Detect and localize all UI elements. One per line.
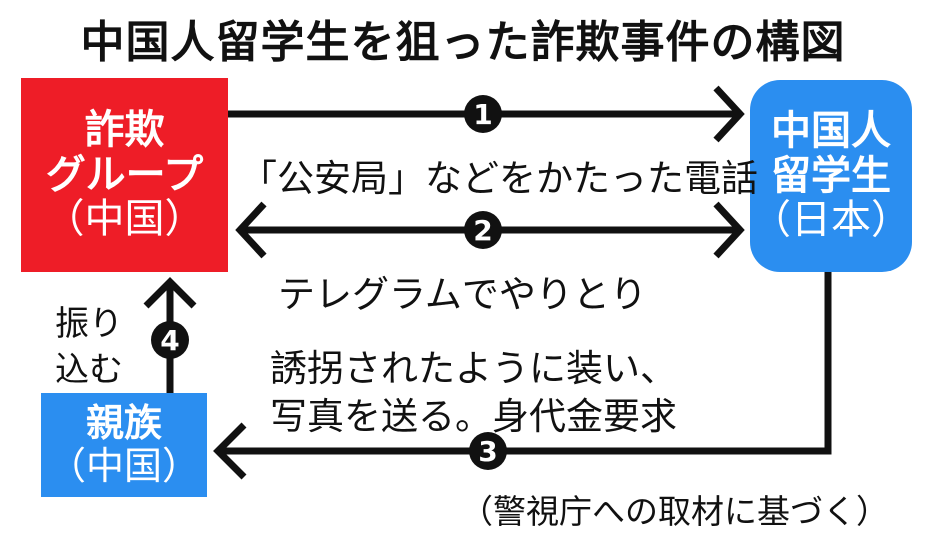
step-4-label-line2: 込む (55, 350, 123, 390)
diagram-title: 中国人留学生を狙った詐欺事件の構図 (80, 17, 846, 68)
family-location: （中国） (47, 444, 200, 488)
source-note: （警視庁への取材に基づく） (460, 492, 889, 531)
step-4-badge: 4 (151, 321, 189, 359)
student-line2: 留学生 (771, 152, 891, 199)
arrow-3 (213, 272, 832, 480)
student-node: 中国人 留学生 （日本） (750, 80, 912, 272)
student-line1: 中国人 (771, 107, 891, 154)
fraud-group-node: 詐欺 グループ （中国） (21, 78, 228, 272)
step-4-label-line1: 振り (55, 304, 123, 344)
step-1-label: 「公安局」などをかたった電話 (240, 157, 758, 200)
student-location: （日本） (751, 197, 911, 244)
step-3-label-line1: 誘拐されたように装い、 (270, 347, 677, 390)
fraud-group-line1: 詐欺 (84, 106, 165, 153)
step-2-label: テレグラムでやりとり (278, 273, 647, 316)
step-3-label-line2: 写真を送る。身代金要求 (270, 395, 677, 438)
family-node: 親族 （中国） (41, 393, 207, 497)
step-3-badge: 3 (469, 432, 507, 470)
fraud-group-location: （中国） (44, 196, 205, 243)
step-2-badge: 2 (464, 211, 502, 249)
fraud-group-line2: グループ (45, 151, 204, 198)
family-line1: 親族 (85, 401, 162, 446)
step-1-badge: 1 (464, 95, 502, 133)
